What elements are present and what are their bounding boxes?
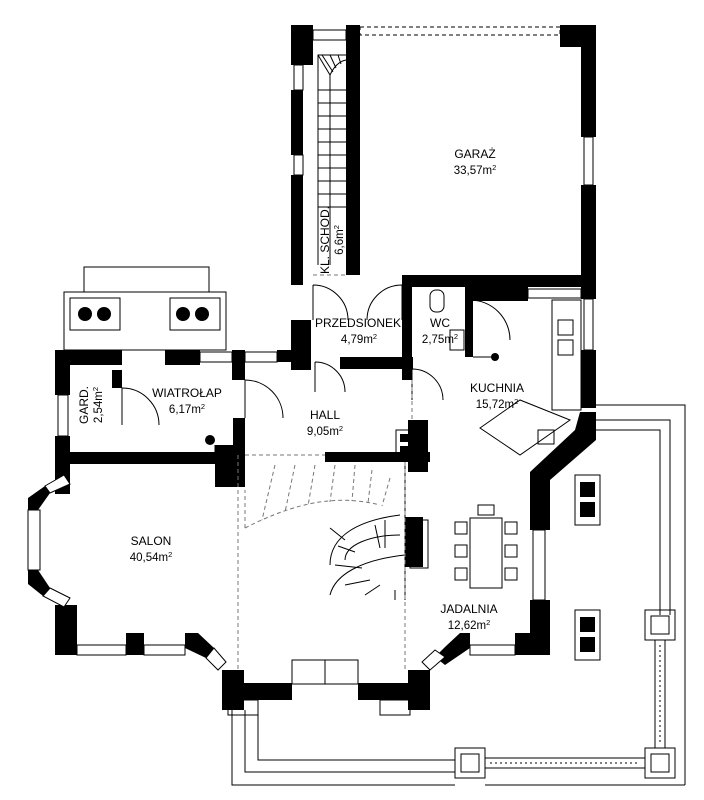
hidden-lines xyxy=(237,274,413,670)
walls xyxy=(28,25,596,710)
room-name-salon: SALON xyxy=(131,534,172,548)
room-area-kl-schod: 6,6m2 xyxy=(332,225,346,255)
room-name-kuchnia: KUCHNIA xyxy=(470,381,524,395)
room-area-kuchnia: 15,72m2 xyxy=(476,397,519,411)
fixtures xyxy=(205,289,582,456)
dining-table xyxy=(454,504,518,589)
room-name-hall: HALL xyxy=(310,408,340,422)
room-area-wiatrolap: 6,17m2 xyxy=(169,402,205,416)
room-name-kl-schod: KL. SCHOD. xyxy=(318,206,332,274)
room-area-jadalnia: 12,62m2 xyxy=(448,618,491,632)
room-name-garaz: GARAŻ xyxy=(454,147,495,161)
chimney-block xyxy=(63,266,601,661)
room-area-salon: 40,54m2 xyxy=(130,550,173,564)
staircase-main xyxy=(244,455,406,600)
room-name-gard: GARD. xyxy=(77,386,91,424)
room-labels: GARAŻ 33,57m2 KL. SCHOD. 6,6m2 PRZEDSION… xyxy=(77,147,524,632)
room-area-garaz: 33,57m2 xyxy=(454,163,497,177)
room-area-przedsionek: 4,79m2 xyxy=(341,332,377,346)
room-area-hall: 9,05m2 xyxy=(307,424,343,438)
doors xyxy=(121,284,511,685)
room-name-wc: WC xyxy=(430,316,450,330)
staircase-upper xyxy=(317,54,350,265)
room-name-wiatrolap: WIATROŁAP xyxy=(152,386,222,400)
terrace xyxy=(227,404,686,786)
room-name-jadalnia: JADALNIA xyxy=(440,602,497,616)
room-name-przedsionek: PRZEDSIONEK xyxy=(315,316,401,330)
windows xyxy=(27,26,594,671)
room-area-gard: 2,54m2 xyxy=(91,387,105,423)
room-area-wc: 2,75m2 xyxy=(422,332,458,346)
